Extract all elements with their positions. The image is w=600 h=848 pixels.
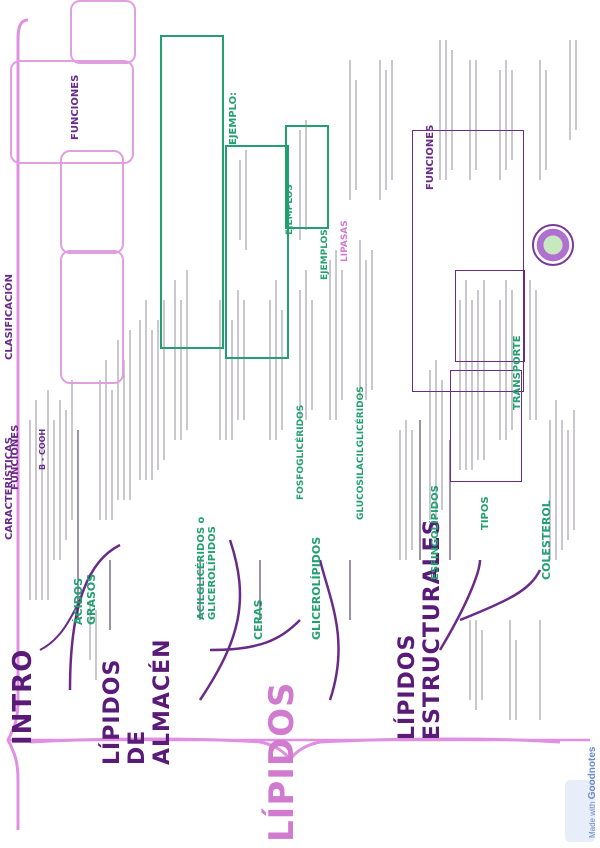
ejemplo-green-box [160,35,224,349]
clasificacion-heading: CLASIFICACIÓN [4,274,15,360]
glicerolipidos-heading: GLICEROLÍPIDOS [310,536,323,640]
green-note-box-2 [285,125,329,229]
estructurales-heading: LÍPIDOS ESTRUCTURALES [395,518,445,740]
goodnotes-badge [565,780,595,842]
made-with-label: Made with [588,801,597,838]
ceras-heading: CERAS [252,599,265,641]
ejemplos-estructurales-heading: EJEMPLOS [320,229,330,280]
goodnotes-label: Goodnotes [587,746,598,800]
purple-note-box-3 [450,370,522,482]
acidos-grasos-heading: ÁCIDOS GRASOS [72,573,98,625]
funciones-intro-heading: FUNCIONES [10,424,21,490]
micelle-illustration [532,224,574,266]
ejemplos-almacen-heading: EJEMPLOS [285,184,295,235]
tipos-heading: TIPOS [480,496,491,530]
fosfogliceridos-heading: FOSFOGLICÉRIDOS [296,404,306,500]
intro-heading: INTRO [8,648,38,745]
almacen-heading: LÍPIDOS DE ALMACÉN [100,638,175,765]
glucosilacilgliceridos-heading: GLUCOSILACILGLICÉRIDOS [356,386,366,520]
funciones-box-heading: FUNCIONES [70,74,81,140]
green-note-box [225,145,289,359]
esfingolipidos-heading: ESFINGOLÍPIDOS [430,485,441,580]
lipasas-heading: LIPASAS [340,220,350,262]
pink-note-box-upper [60,150,124,254]
purple-note-box-2 [455,270,525,362]
formula-label: B - COOH [38,428,47,470]
purple-note-box [412,130,524,392]
colesterol-heading: COLESTEROL [540,500,553,580]
funciones-estructurales-heading: FUNCIONES [425,124,436,190]
acilgliceridos-heading: ACILGLICÉRIDOS o GLICEROLÍPIDOS [196,516,218,620]
page-title: LÍPIDOS [262,681,302,843]
pink-note-box-mid [60,250,124,384]
pink-note-box-top [70,0,136,64]
ejemplo-heading: EJEMPLO: [228,91,239,145]
goodnotes-badge-text: Made with Goodnotes [587,747,598,838]
transporte-heading: TRANSPORTE [512,335,523,410]
